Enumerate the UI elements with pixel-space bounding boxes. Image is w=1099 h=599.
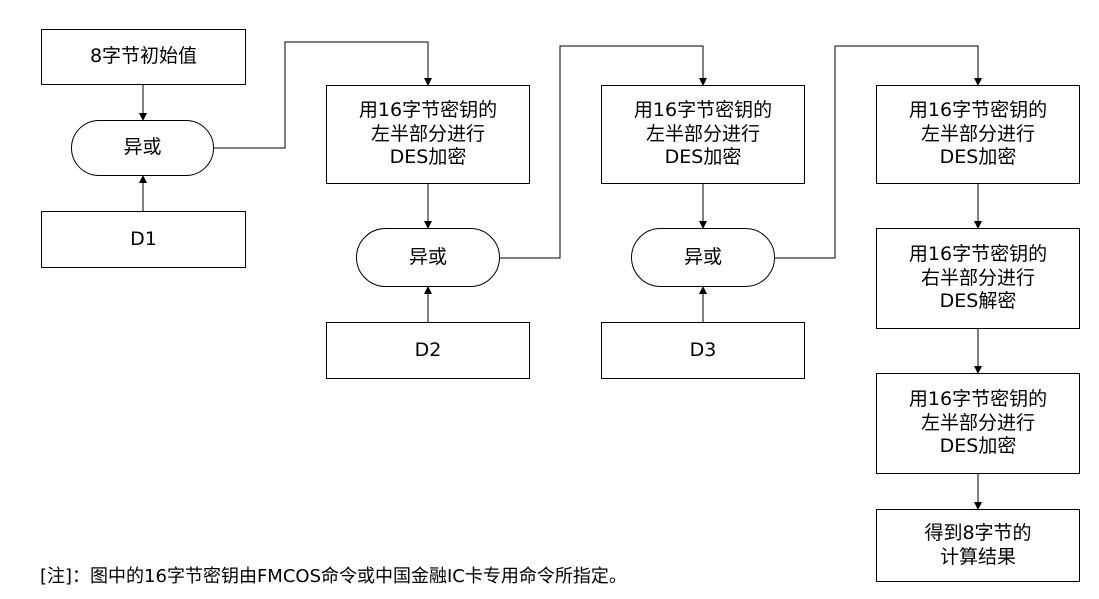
init-value-box: 8字节初始值	[41, 29, 246, 85]
footnote: [注]：图中的16字节密钥由FMCOS命令或中国金融IC卡专用命令所指定。	[40, 566, 627, 587]
d3-box: D3	[601, 322, 805, 379]
arrow-xor3-to-encrypt3	[775, 45, 982, 259]
arrow-xor2-to-encrypt2	[500, 45, 707, 259]
encrypt-box-2: 用16字节密钥的 左半部分进行 DES加密	[601, 85, 805, 184]
xor-node-3: 异或	[631, 228, 775, 287]
xor-node-2: 异或	[356, 228, 500, 287]
result-box: 得到8字节的 计算结果	[876, 509, 1080, 582]
encrypt-box-1: 用16字节密钥的 左半部分进行 DES加密	[326, 85, 530, 184]
arrow-xor1-to-encrypt1	[214, 41, 432, 149]
d2-box: D2	[326, 322, 530, 379]
encrypt-box-final: 用16字节密钥的 左半部分进行 DES加密	[876, 373, 1080, 474]
d1-box: D1	[41, 211, 246, 268]
encrypt-box-3: 用16字节密钥的 左半部分进行 DES加密	[876, 85, 1080, 184]
xor-node-1: 异或	[71, 120, 214, 176]
decrypt-box-right: 用16字节密钥的 右半部分进行 DES解密	[876, 228, 1080, 329]
